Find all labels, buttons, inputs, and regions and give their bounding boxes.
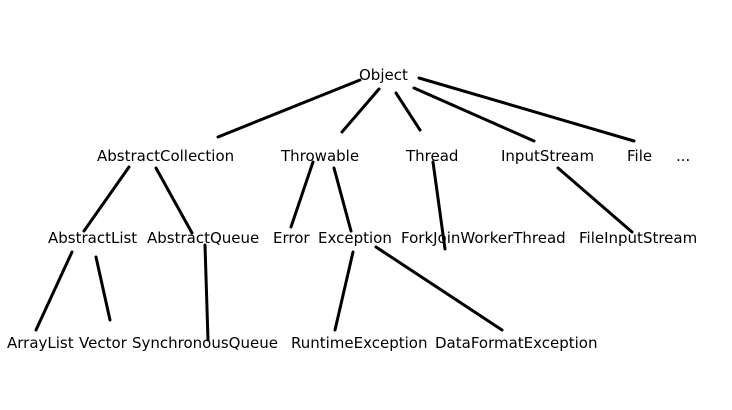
node-data-format-exception: DataFormatException — [435, 334, 598, 352]
node-abstract-list: AbstractList — [48, 229, 138, 247]
edge-throwable-error — [289, 160, 315, 229]
edge-object-input-stream — [412, 86, 536, 143]
node-fork-join-worker-thread: ForkJoinWorkerThread — [401, 229, 566, 247]
node-abstract-queue: AbstractQueue — [147, 229, 260, 247]
edge-exception-data-format-exception — [374, 245, 504, 332]
node-object: Object — [359, 66, 408, 84]
node-abstract-collection: AbstractCollection — [97, 147, 235, 165]
node-throwable: Throwable — [281, 147, 360, 165]
edge-object-abstract-collection — [216, 78, 362, 139]
node-array-list: ArrayList — [7, 334, 74, 352]
node-ellipsis: ... — [676, 147, 691, 165]
edge-throwable-exception — [332, 166, 353, 233]
edge-object-throwable — [340, 87, 381, 134]
node-thread: Thread — [406, 147, 459, 165]
node-file-input-stream: FileInputStream — [579, 229, 698, 247]
edge-abstract-collection-abstract-queue — [154, 166, 194, 235]
edge-input-stream-file-input-stream — [556, 166, 634, 234]
edge-abstract-list-vector — [94, 255, 112, 322]
edge-thread-fork-join-worker-thread — [431, 160, 447, 251]
edge-abstract-list-array-list — [34, 250, 74, 332]
node-exception: Exception — [318, 229, 392, 247]
node-error: Error — [273, 229, 310, 247]
node-vector: Vector — [79, 334, 127, 352]
node-input-stream: InputStream — [501, 147, 595, 165]
node-runtime-exception: RuntimeException — [291, 334, 428, 352]
edge-object-file — [417, 76, 636, 143]
edge-exception-runtime-exception — [333, 250, 355, 332]
node-file: File — [627, 147, 653, 165]
node-synchronous-queue: SynchronousQueue — [132, 334, 278, 352]
edge-object-thread — [394, 91, 422, 132]
edge-abstract-collection-abstract-list — [82, 165, 131, 233]
edge-abstract-queue-synchronous-queue — [203, 243, 210, 342]
